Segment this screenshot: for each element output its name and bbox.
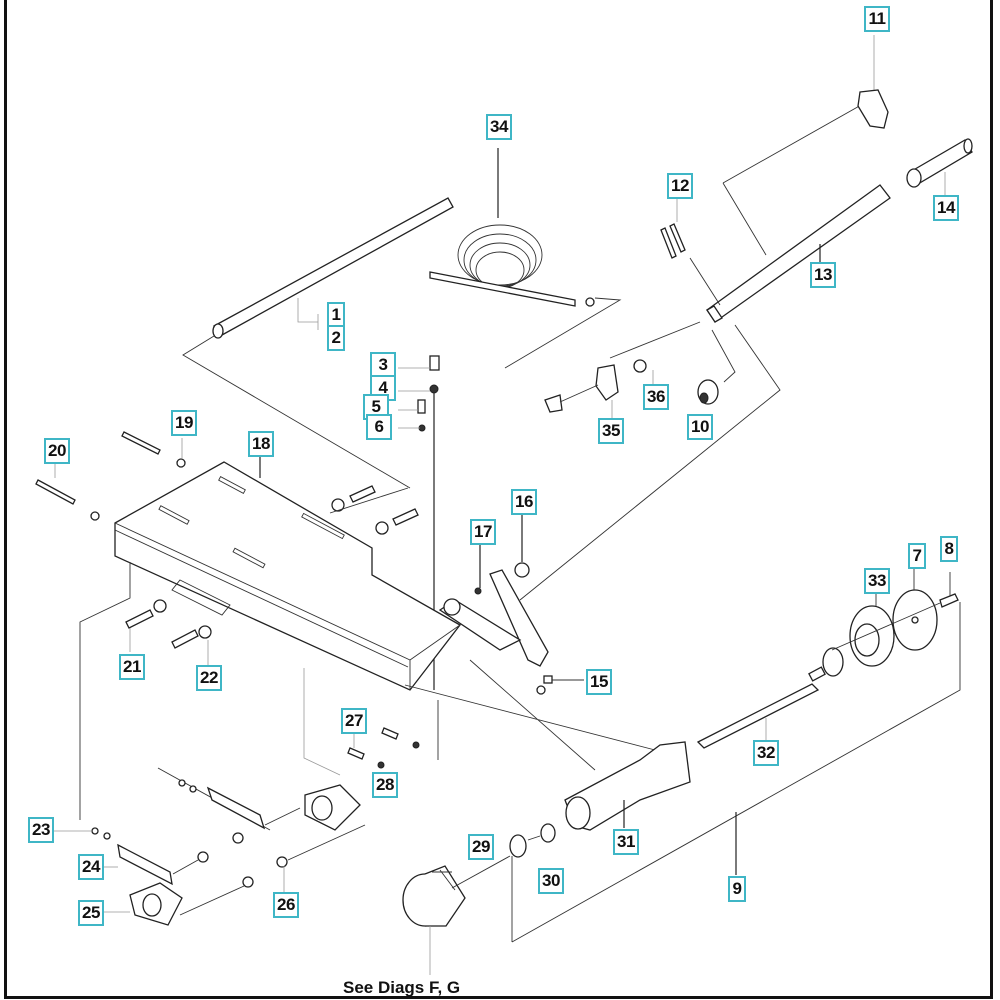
shaft-assembly-part-32-33-7-8 — [696, 568, 959, 749]
bearing-parts-23-26 — [52, 767, 366, 926]
bracket-part-35-36 — [544, 359, 654, 420]
bolts-part-19-20 — [35, 431, 186, 521]
callout-36[interactable]: 36 — [643, 384, 669, 410]
callout-34[interactable]: 34 — [486, 114, 512, 140]
leader-grey-mid — [303, 668, 341, 776]
callout-14[interactable]: 14 — [933, 195, 959, 221]
handle-tube-part-13 — [519, 99, 891, 601]
shaft-part-1-2 — [212, 197, 454, 339]
callout-17[interactable]: 17 — [470, 519, 496, 545]
callout-26[interactable]: 26 — [273, 892, 299, 918]
plate-bolts-right — [329, 485, 419, 535]
callout-2[interactable]: 2 — [327, 325, 345, 351]
callout-27[interactable]: 27 — [341, 708, 367, 734]
bolts-part-21-22 — [125, 599, 212, 665]
grip-part-14 — [906, 138, 973, 196]
see-diagrams-note: See Diags F, G — [343, 978, 461, 997]
fasteners-part-27-28 — [347, 700, 439, 769]
callout-16[interactable]: 16 — [511, 489, 537, 515]
callout-35[interactable]: 35 — [598, 418, 624, 444]
callout-20[interactable]: 20 — [44, 438, 70, 464]
frame-border-right — [990, 0, 993, 998]
callout-28[interactable]: 28 — [372, 772, 398, 798]
callout-22[interactable]: 22 — [196, 665, 222, 691]
frame-border-bottom — [4, 996, 993, 999]
callout-8[interactable]: 8 — [940, 536, 958, 562]
callout-9[interactable]: 9 — [728, 876, 746, 902]
callout-10[interactable]: 10 — [687, 414, 713, 440]
callout-12[interactable]: 12 — [667, 173, 693, 199]
callout-11[interactable]: 11 — [864, 6, 890, 32]
callout-6[interactable]: 6 — [366, 414, 392, 440]
callout-30[interactable]: 30 — [538, 868, 564, 894]
hub-assembly-part-29-31 — [402, 602, 961, 975]
callout-24[interactable]: 24 — [78, 854, 104, 880]
callout-21[interactable]: 21 — [119, 654, 145, 680]
callout-13[interactable]: 13 — [810, 262, 836, 288]
plate-part-18 — [114, 455, 461, 691]
callout-32[interactable]: 32 — [753, 740, 779, 766]
callout-29[interactable]: 29 — [468, 834, 494, 860]
spring-part-34 — [429, 148, 622, 369]
callout-31[interactable]: 31 — [613, 829, 639, 855]
clamp-part-11 — [857, 35, 889, 129]
lever-part-15-16-17 — [438, 515, 584, 695]
callout-18[interactable]: 18 — [248, 431, 274, 457]
leader-lines-main — [404, 659, 656, 771]
callout-15[interactable]: 15 — [586, 669, 612, 695]
callout-19[interactable]: 19 — [171, 410, 197, 436]
callout-7[interactable]: 7 — [908, 543, 926, 569]
callout-25[interactable]: 25 — [78, 900, 104, 926]
callout-23[interactable]: 23 — [28, 817, 54, 843]
pins-part-12 — [660, 198, 721, 306]
knob-part-10 — [697, 379, 719, 405]
callout-33[interactable]: 33 — [864, 568, 890, 594]
frame-border-left — [4, 0, 7, 998]
leader-shaft-plate — [182, 335, 411, 489]
leader-grid-left — [79, 562, 131, 820]
